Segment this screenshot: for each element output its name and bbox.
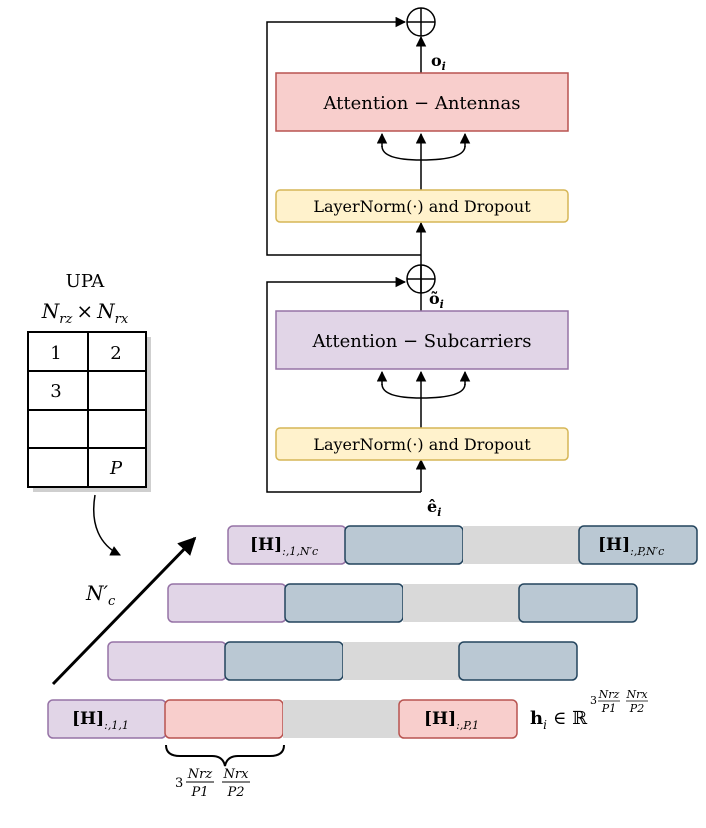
layernorm-top-label: LayerNorm(·) and Dropout	[313, 197, 531, 216]
svg-text:3: 3	[175, 776, 183, 791]
upa-to-tokens-arrow	[93, 494, 121, 556]
token-row-front: [H]:,1,1 [H]:,P,1	[47, 699, 518, 739]
upa-cell-3: 3	[50, 381, 61, 402]
svg-text:õi: õi	[429, 289, 444, 311]
svg-text:P1: P1	[190, 785, 208, 800]
svg-text:Nrz: Nrz	[187, 767, 213, 782]
token-row-back: [H]:,1,N′c [H]:,P,N′c	[227, 525, 698, 565]
token-dimension-label: hi∈ℝ 3 Nrz P1 Nrx P2	[530, 688, 648, 732]
mid-output-label: õi	[429, 289, 444, 311]
svg-text:Nrx: Nrx	[625, 688, 648, 701]
svg-text:hi∈ℝ: hi∈ℝ	[530, 708, 588, 732]
residual-connection-bottom	[266, 276, 421, 493]
svg-text:oi: oi	[431, 51, 446, 73]
layernorm-bottom-label: LayerNorm(·) and Dropout	[313, 435, 531, 454]
multihead-arrows-top	[376, 132, 471, 190]
depth-label: N′c	[85, 581, 116, 609]
attention-antennas-label: Attention − Antennas	[323, 93, 521, 114]
svg-text:Nrz×Nrx: Nrz×Nrx	[41, 299, 129, 327]
upa-cell-p: P	[109, 458, 123, 479]
output-label: oi	[431, 51, 446, 73]
layernorm-dropout-bottom: LayerNorm(·) and Dropout	[275, 427, 569, 461]
svg-text:N′c: N′c	[85, 581, 116, 609]
residual-add-top	[406, 7, 436, 37]
layernorm-dropout-top: LayerNorm(·) and Dropout	[275, 189, 569, 223]
svg-text:êi: êi	[427, 497, 441, 519]
svg-text:Nrz: Nrz	[598, 688, 620, 701]
token-front-last-label: [H]:,P,1	[424, 709, 479, 732]
attention-subcarriers-block: Attention − Subcarriers	[275, 310, 569, 370]
token-row-middle-1	[167, 583, 638, 623]
upa-cell-2: 2	[110, 343, 121, 364]
token-back-first-label: [H]:,1,N′c	[250, 535, 318, 558]
attention-subcarriers-label: Attention − Subcarriers	[311, 331, 531, 352]
svg-text:P1: P1	[601, 702, 616, 715]
upa-title: UPA	[66, 271, 106, 292]
upa-grid: 1 2 3 P	[27, 331, 151, 492]
multihead-arrows-bottom	[376, 370, 471, 428]
svg-text:Nrx: Nrx	[223, 767, 250, 782]
svg-text:3: 3	[590, 694, 597, 707]
svg-text:P2: P2	[226, 785, 244, 800]
upa-cell-1: 1	[50, 343, 61, 364]
input-embedding-label: êi	[427, 497, 441, 519]
depth-arrow	[51, 536, 197, 686]
token-back-last-label: [H]:,P,N′c	[598, 535, 664, 558]
token-size-brace: 3 Nrz P1 Nrx P2	[165, 744, 285, 800]
svg-text:P2: P2	[629, 702, 644, 715]
token-row-middle-2	[107, 641, 578, 681]
attention-antennas-block: Attention − Antennas	[275, 72, 569, 132]
residual-connection-top	[266, 16, 421, 256]
token-front-first-label: [H]:,1,1	[72, 709, 129, 732]
upa-dimensions: Nrz×Nrx	[41, 299, 129, 327]
